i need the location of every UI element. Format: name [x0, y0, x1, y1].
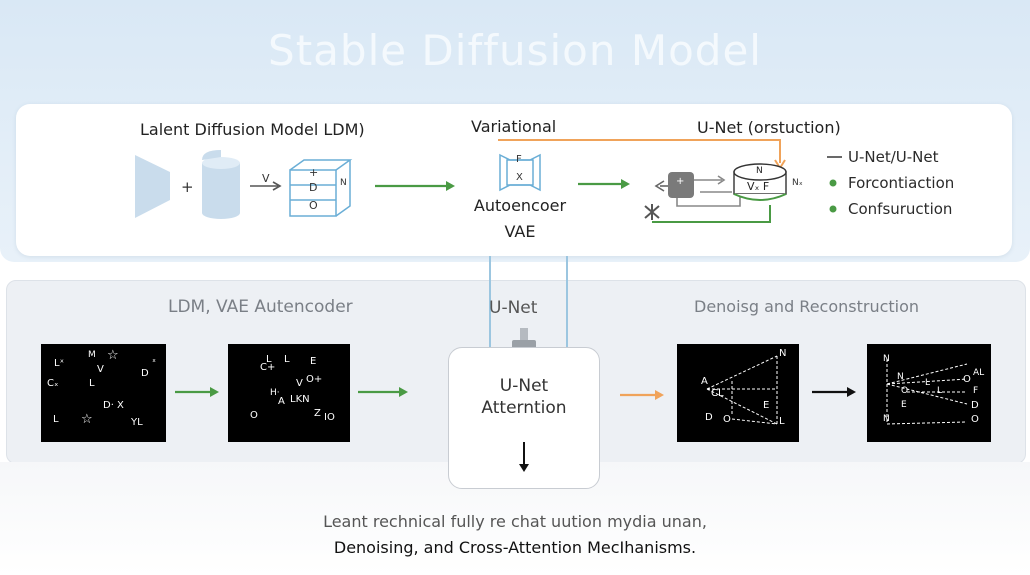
panel1-glyph: ☆ [107, 348, 119, 363]
unet-block [668, 172, 694, 198]
panel2-glyph: IO [324, 412, 335, 423]
panel4-glyph: O [971, 414, 979, 425]
panel1-glyph: YL [131, 417, 143, 428]
orange-connector [498, 139, 781, 163]
unet-drum-top-label: N [756, 166, 763, 176]
panel1-glyph: D· X [103, 400, 124, 411]
legend-dot-marker [829, 205, 837, 213]
panel1-glyph: ☆ [81, 412, 93, 427]
panel4-glyph: O [963, 374, 971, 385]
green-feedback-line [652, 205, 771, 223]
latent-noise-panel-2: C+ L L E H· V O+ A LKN O Z IO [228, 344, 350, 442]
panel1-glyph: Lˣ [54, 358, 65, 369]
cube-mark-mid: D [309, 181, 318, 194]
unet-left-arrow [654, 180, 665, 192]
panel4-glyph: N [883, 414, 890, 424]
unet-nx-label: Nₓ [792, 178, 803, 188]
unet-drum-icon [733, 163, 787, 201]
unet-attention-box: U-Net Atterntion [448, 347, 600, 489]
latent-cube-icon [289, 159, 353, 217]
page-title: Stable Diffusion Model [268, 26, 762, 75]
middle-unet-label: U-Net [489, 298, 538, 318]
ldm-label: Lalent Diffusion Model LDM) [140, 120, 365, 139]
panel4-glyph: L [925, 378, 931, 388]
vae-label: VAE [504, 222, 536, 241]
denoise-reconstruction-label: Denoisg and Reconstruction [694, 297, 920, 316]
panel2-glyph: O+ [306, 374, 323, 385]
cube-mark-bottom: O [309, 199, 318, 212]
panel3-glyph: L [779, 416, 785, 427]
down-arrow-icon [519, 442, 529, 472]
panel3-glyph: D [705, 412, 713, 423]
unet-box-title: U-Net [499, 376, 549, 396]
panel4-glyph: O [901, 386, 909, 396]
panel2-glyph: L [266, 354, 272, 365]
panel2-glyph: A [278, 396, 285, 407]
v-arrow-label: V [262, 172, 270, 185]
legend-item-confsuruction: Confsuruction [848, 200, 953, 218]
vae-icon [499, 153, 541, 192]
panel3-glyph: CL [711, 388, 724, 399]
panel4-glyph: N [897, 372, 904, 382]
caption-line-2: Denoising, and Cross-Attention MecIhanis… [333, 538, 697, 557]
panel1-glyph: L [89, 378, 95, 389]
autoencoder-label: Autoencoer [473, 196, 567, 215]
panel3-glyph: A [701, 376, 708, 387]
denoise-panel-1: N A CL E D O L [677, 344, 799, 442]
legend-item-forcontiaction: Forcontiaction [848, 174, 955, 192]
reconstruction-vector-lines [886, 359, 968, 425]
plus-sign: + [181, 178, 194, 196]
caption-line-1: Leant rechnical fully re chat uution myd… [323, 512, 707, 531]
vae-icon-mark-x: X [516, 172, 523, 183]
panel3-glyph: O [723, 414, 731, 425]
panel1-glyph: Cₓ [47, 378, 59, 389]
unet-box-subtitle: Atterntion [481, 398, 567, 418]
variational-label: Variational [471, 117, 557, 136]
panel2-glyph: O [250, 410, 258, 421]
encoder-trapezoid-shape [135, 155, 170, 218]
panel4-glyph: D [971, 400, 979, 411]
panel1-glyph: V [97, 364, 104, 375]
panel4-glyph: F [973, 386, 979, 396]
panel3-glyph: N [779, 348, 787, 359]
panel2-glyph: Z [314, 408, 321, 419]
latent-cylinder-shape [202, 150, 240, 219]
top-architecture-card [16, 104, 1012, 256]
panel3-glyph: E [763, 400, 770, 411]
panel1-glyph: D [141, 368, 149, 379]
panel2-glyph: C+ [260, 362, 276, 373]
denoise-panel-2: N N L O AL O L F E N D O [867, 344, 991, 442]
panel1-glyph: L [53, 414, 59, 425]
snowflake-icon [644, 204, 660, 220]
unet-drum-body-label: Vₓ F [747, 180, 770, 193]
panel1-glyph: ˣ [152, 358, 156, 368]
panel2-glyph: H· [270, 388, 280, 398]
panel2-glyph: E [310, 356, 317, 367]
unet-block-plus: + [676, 176, 685, 187]
panel1-glyph: M [88, 350, 96, 360]
unet-reconstruction-label: U-Net (orstuction) [697, 118, 841, 137]
latent-noise-panel-1: Lˣ M V ☆ D ˣ Cₓ L D· X L ☆ YL [41, 344, 166, 442]
panel4-glyph: E [901, 400, 907, 410]
denoise-vector-lines [706, 355, 778, 425]
ldm-vae-autoencoder-label: LDM, VAE Autencoder [168, 297, 353, 317]
cube-mark-top: + [309, 166, 319, 179]
panel2-glyph: L [284, 354, 290, 365]
vae-icon-mark-f: F [516, 154, 522, 165]
panel4-glyph: N [883, 354, 890, 364]
panel2-glyph: V [296, 378, 303, 389]
cube-side-mark: N [340, 178, 347, 188]
panel4-glyph: L [937, 386, 943, 396]
panel2-glyph: LKN [290, 394, 310, 405]
legend-dot-marker [829, 179, 837, 187]
legend-item-unet: U-Net/U-Net [848, 148, 939, 166]
panel4-glyph: AL [973, 368, 985, 378]
